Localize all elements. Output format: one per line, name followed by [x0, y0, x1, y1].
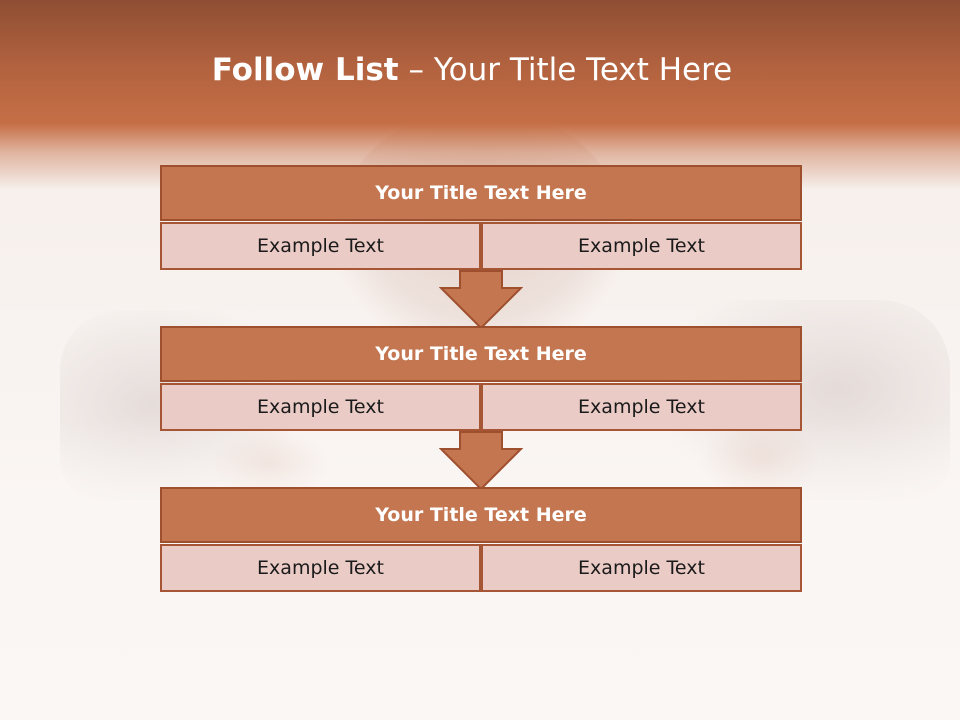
- step-cell-right[interactable]: Example Text: [481, 383, 802, 431]
- slide-title-strong: Follow List: [211, 52, 399, 88]
- step-cell-right[interactable]: Example Text: [481, 544, 802, 592]
- slide-title[interactable]: Follow List – Your Title Text Here: [0, 52, 944, 88]
- arrow-down-icon: [439, 431, 523, 491]
- step-cell-right[interactable]: Example Text: [481, 222, 802, 270]
- arrow-down-icon: [439, 270, 523, 330]
- step-title[interactable]: Your Title Text Here: [160, 326, 802, 382]
- step-cell-left[interactable]: Example Text: [160, 383, 481, 431]
- step-row: Example Text Example Text: [160, 544, 802, 592]
- header-band: [0, 0, 960, 190]
- flow-step-1: Your Title Text Here Example Text Exampl…: [160, 165, 802, 270]
- step-row: Example Text Example Text: [160, 222, 802, 270]
- flow-step-2: Your Title Text Here Example Text Exampl…: [160, 326, 802, 431]
- step-title[interactable]: Your Title Text Here: [160, 487, 802, 543]
- step-cell-left[interactable]: Example Text: [160, 222, 481, 270]
- step-title[interactable]: Your Title Text Here: [160, 165, 802, 221]
- step-cell-left[interactable]: Example Text: [160, 544, 481, 592]
- slide-title-rest: – Your Title Text Here: [398, 52, 733, 88]
- flow-step-3: Your Title Text Here Example Text Exampl…: [160, 487, 802, 592]
- step-row: Example Text Example Text: [160, 383, 802, 431]
